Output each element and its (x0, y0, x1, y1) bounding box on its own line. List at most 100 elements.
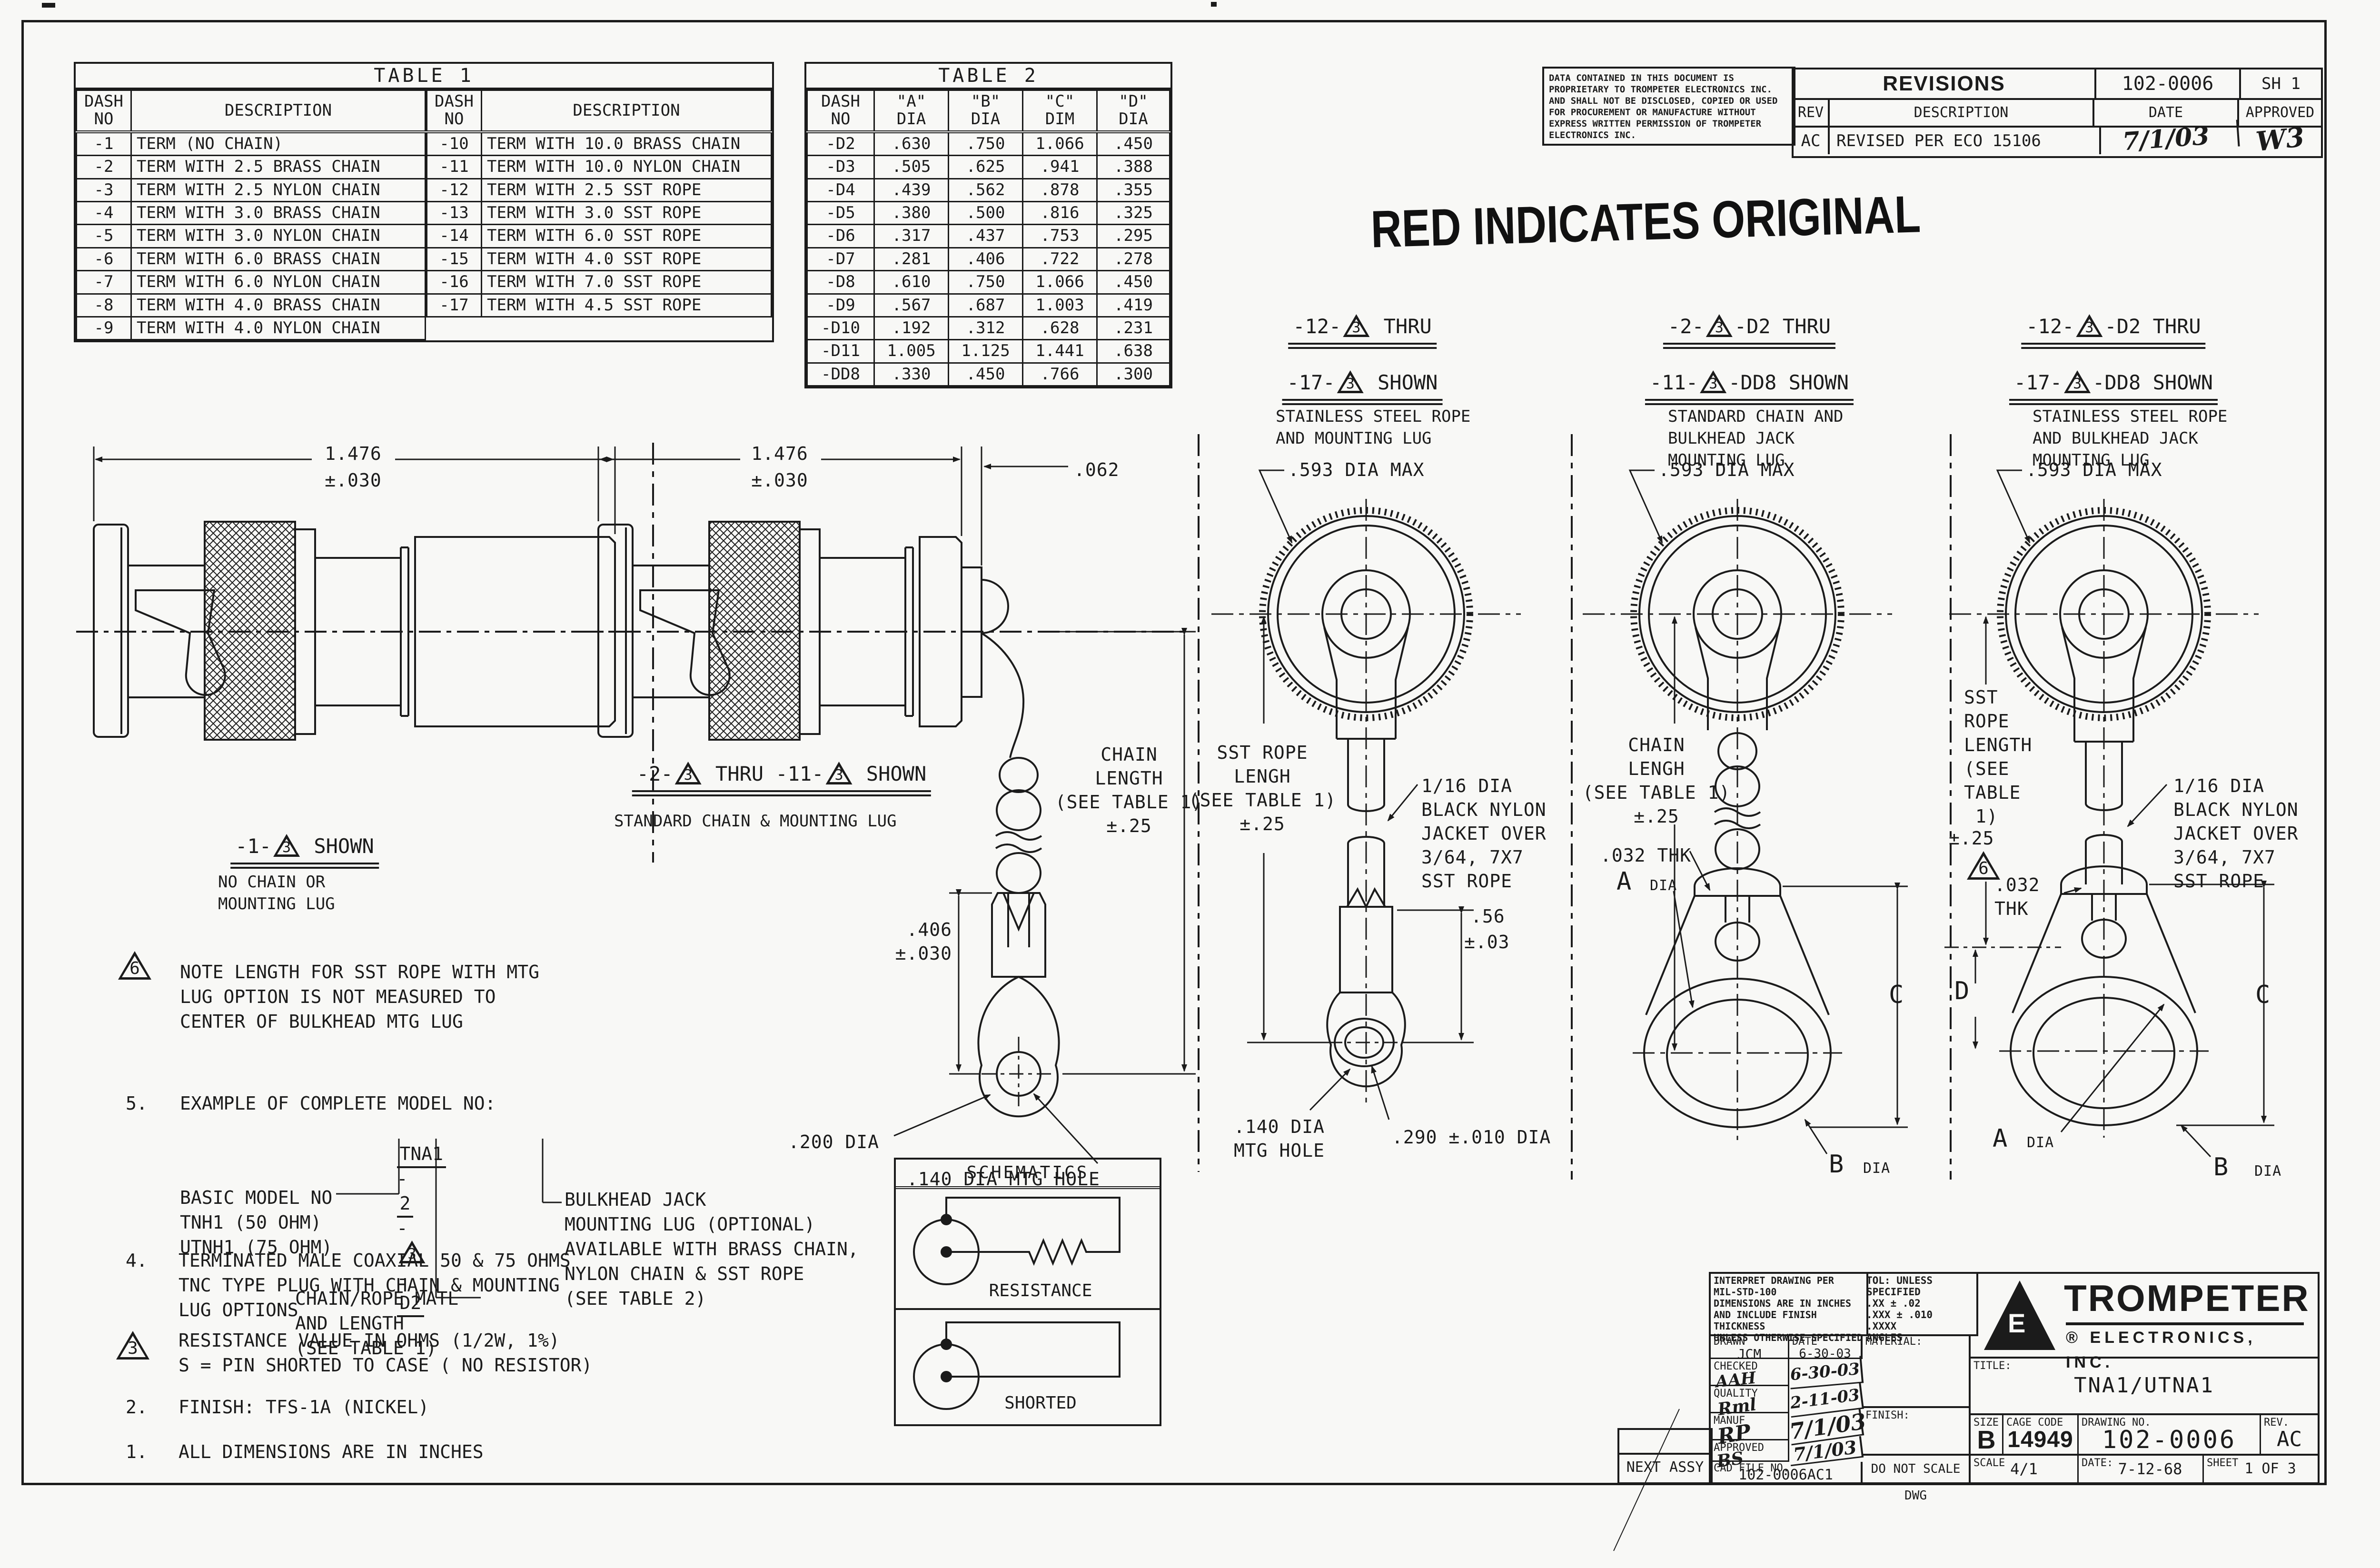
table-cell: -4 (76, 200, 132, 226)
table-cell: .500 (948, 200, 1023, 226)
drawing-title: TNA1/UTNA1 (2074, 1373, 2214, 1398)
note-flag-3-icon: 3 (2076, 314, 2103, 337)
table2-h-dash: DASH NO (806, 89, 875, 133)
table-cell: .638 (1096, 339, 1170, 364)
dim-56: .56 (1471, 906, 1505, 927)
table-cell: -D9 (806, 293, 875, 318)
table2-h-b: "B" DIA (948, 89, 1023, 133)
table-row: -D10.192.312.628.231 (806, 316, 1170, 341)
dim-1476-v2: 1.476 (751, 443, 808, 464)
table2-h-d: "D" DIA (1096, 89, 1170, 133)
next-assy-box: NEXT ASSY (1617, 1428, 1713, 1484)
red-indicates-original-stamp: RED INDICATES ORIGINAL (1370, 184, 1922, 259)
dim-1476-tol-v2: ±.030 (751, 470, 808, 491)
rope-spec-leader (1387, 784, 1418, 822)
table-cell: -15 (426, 247, 482, 272)
sheet-label: SHEET (2207, 1457, 2239, 1469)
model-chain-code: 2 (397, 1193, 414, 1218)
table-cell: .625 (948, 155, 1023, 179)
table-cell: -17 (426, 293, 482, 318)
date-label: DATE (1792, 1336, 1817, 1348)
note-flag-6-icon: 6 (1965, 851, 2002, 880)
rev-col-header: REV (1794, 100, 1830, 128)
view5-h1-post: -D2 THRU (2104, 315, 2201, 338)
note3-text: RESISTANCE VALUE IN OHMS (1/2W, 1%) S = … (178, 1330, 593, 1376)
revisions-title: REVISIONS (1794, 69, 2096, 100)
note1-number: 1. (126, 1441, 148, 1462)
table-cell: TERM WITH 4.0 NYLON CHAIN (130, 316, 426, 341)
view1-header-post: SHOWN (302, 834, 374, 858)
table-cell: -6 (76, 247, 132, 272)
table2: TABLE 2 DASH NO "A" DIA "B" DIA "C" DIM … (804, 62, 1172, 389)
rope-length-tol-v5: ±.25 (1949, 828, 1994, 849)
table-cell: .450 (1096, 270, 1170, 295)
table-cell: TERM WITH 6.0 NYLON CHAIN (130, 270, 426, 295)
view2-header-pre: -2- (636, 762, 673, 785)
drawing-no-value: 102-0006 (2102, 1426, 2237, 1454)
table-cell: .325 (1096, 200, 1170, 226)
cage-code-cell: CAGE CODE 14949 (2003, 1415, 2079, 1456)
scan-artifact (42, 3, 55, 8)
clasp (991, 892, 1046, 978)
table-cell: .439 (873, 178, 949, 202)
view3-header-line1: -12-3 THRU (1288, 314, 1437, 349)
manuf-signature: RP (1716, 1419, 1753, 1449)
proprietary-text: DATA CONTAINED IN THIS DOCUMENT IS PROPR… (1549, 73, 1778, 140)
table-cell: .628 (1022, 316, 1098, 341)
schematics-title: SCHEMATICS (896, 1160, 1160, 1189)
dia-593-max-v3: .593 DIA MAX (1288, 459, 1425, 480)
table2-h-a: "A" DIA (873, 89, 949, 133)
table-cell: -8 (76, 293, 132, 318)
note-flag-3-icon: 3 (1700, 370, 1727, 393)
size-value: B (1977, 1426, 1996, 1454)
table-cell: TERM WITH 2.5 NYLON CHAIN (130, 178, 426, 202)
checked-cell: CHECKED AAH (1711, 1359, 1789, 1391)
table-cell: -7 (76, 270, 132, 295)
model-number-example: TNA1 - 2 - 3 - D2 (353, 1117, 446, 1340)
next-assy-empty-cell (1619, 1430, 1711, 1455)
dim-200-dia: .200 DIA (788, 1131, 880, 1152)
table2-title: TABLE 2 (806, 64, 1170, 89)
dim-140-mtg-hole: .140 DIA MTG HOLE (907, 1169, 1100, 1190)
date2-value: 7-12-68 (2118, 1460, 2182, 1478)
table1-left-desc-header: DESCRIPTION (130, 89, 426, 133)
view2-header: -2-3 THRU -11-3 SHOWN (632, 762, 932, 796)
note2-number: 2. (126, 1397, 148, 1418)
next-assy-label: NEXT ASSY (1626, 1459, 1704, 1476)
chain-link (1717, 732, 1757, 770)
dim-a-v5: A (1993, 1124, 2008, 1153)
note-flag-3-icon: 3 (398, 1241, 426, 1263)
chain-break (1714, 807, 1761, 829)
table-cell: .816 (1022, 200, 1098, 226)
table-cell: -D10 (806, 316, 875, 341)
proprietary-notice: DATA CONTAINED IN THIS DOCUMENT IS PROPR… (1542, 67, 1795, 146)
dim-140-leader (1309, 1068, 1351, 1111)
do-not-scale: DO NOT SCALE DWG (1863, 1456, 1971, 1503)
table-cell: .562 (948, 178, 1023, 202)
scale-label: SCALE (1973, 1457, 2005, 1469)
table1-right-dash-header: DASH NO (426, 89, 482, 133)
lug-plate (2060, 865, 2148, 895)
trompeter-logo-icon: E (1984, 1280, 2055, 1350)
interpret-note: INTERPRET DRAWING PER MIL-STD-100 DIMENS… (1711, 1274, 1868, 1343)
dim-200-leader (893, 1094, 991, 1137)
tolerance-note: TOL: UNLESS SPECIFIED .XX ± .02 .XXX ± .… (1863, 1274, 1978, 1343)
view2-connector-side-chain (581, 447, 1196, 1164)
table-cell: .750 (948, 270, 1023, 295)
revisions-doc-no: 102-0006 (2096, 69, 2241, 100)
table-cell: 1.005 (873, 339, 949, 364)
dim-b-dia-v4: DIA (1863, 1160, 1891, 1177)
dim-290-dia: .290 ±.010 DIA (1392, 1127, 1551, 1148)
model-basic: TNA1 (397, 1143, 446, 1168)
table-cell: .281 (873, 247, 949, 272)
size-cell: SIZE B (1971, 1415, 2003, 1456)
dash: - (397, 1268, 408, 1289)
